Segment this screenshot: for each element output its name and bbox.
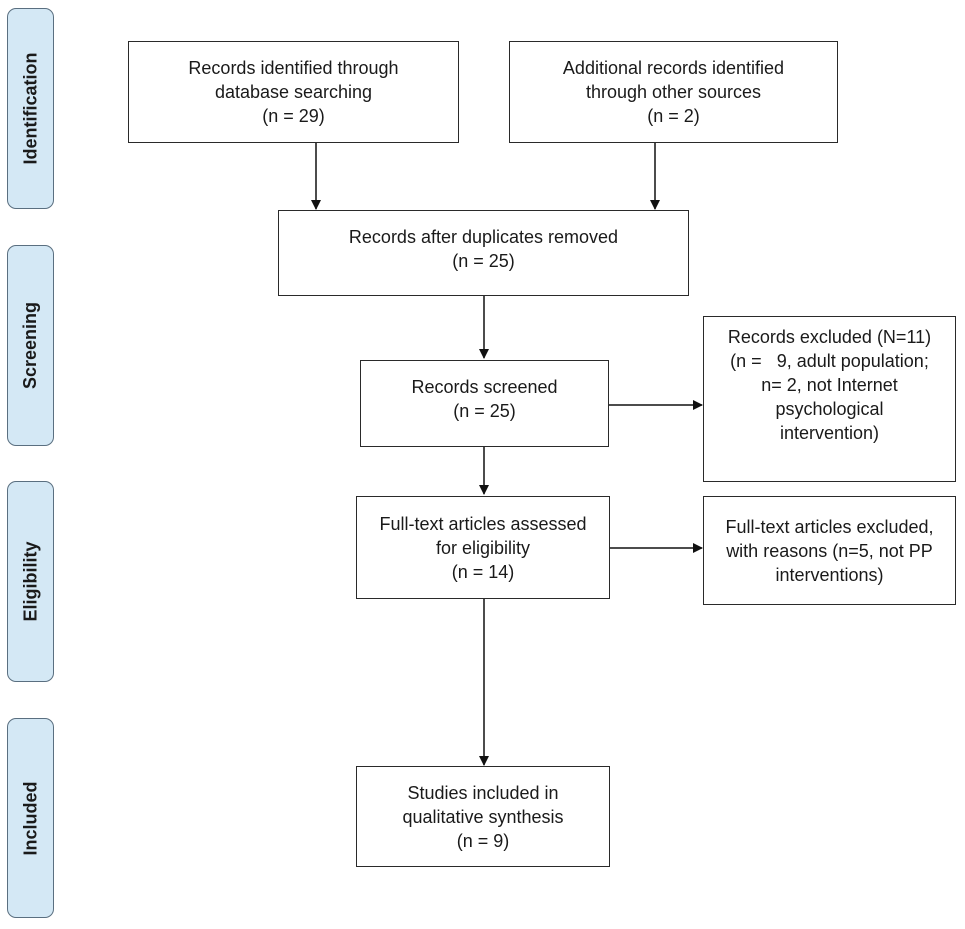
box-duplicates-removed: Records after duplicates removed (n = 25… bbox=[278, 210, 689, 296]
box-fulltext-assessed: Full-text articles assessed for eligibil… bbox=[356, 496, 610, 599]
box-fulltext-excluded: Full-text articles excluded, with reason… bbox=[703, 496, 956, 605]
box-count: (n = 14) bbox=[451, 561, 515, 582]
stage-eligibility: Eligibility bbox=[7, 481, 54, 682]
box-count: (n = 25) bbox=[453, 401, 516, 421]
box-text-line: intervention) bbox=[779, 423, 880, 443]
box-text-line: Records identified through bbox=[188, 58, 399, 78]
box-text-line: n= 2, not Internet bbox=[761, 375, 898, 395]
box-other-sources: Additional records identified through ot… bbox=[509, 41, 838, 143]
box-count: (n = 9) bbox=[456, 830, 510, 851]
box-text-line: qualitative synthesis bbox=[402, 806, 564, 827]
box-text-line: Records after duplicates removed bbox=[348, 227, 619, 247]
box-text-line: with reasons (n=5, not PP bbox=[726, 540, 933, 561]
box-count: (n = 25) bbox=[452, 251, 515, 271]
stage-screening: Screening bbox=[7, 245, 54, 446]
stage-label-screening: Screening bbox=[20, 301, 40, 390]
box-text-line: Records screened bbox=[411, 377, 558, 397]
stage-label-included: Included bbox=[20, 780, 41, 856]
stage-included: Included bbox=[7, 718, 54, 918]
box-count: (n = 29) bbox=[262, 106, 325, 126]
box-text-line: for eligibility bbox=[435, 537, 531, 558]
box-text-line: Full-text articles excluded, bbox=[725, 516, 934, 537]
box-text-line: psychological bbox=[775, 399, 884, 419]
box-text-line: Records excluded (N=11) bbox=[727, 327, 932, 347]
box-count: (n = 2) bbox=[647, 106, 700, 126]
box-text-line: Studies included in bbox=[407, 782, 559, 803]
stage-label-identification: Identification bbox=[20, 52, 40, 165]
box-database-searching: Records identified through database sear… bbox=[128, 41, 459, 143]
box-records-excluded: Records excluded (N=11) (n = 9, adult po… bbox=[703, 316, 956, 482]
box-studies-included: Studies included in qualitative synthesi… bbox=[356, 766, 610, 867]
stage-label-eligibility: Eligibility bbox=[20, 541, 41, 622]
box-text-line: interventions) bbox=[775, 564, 884, 585]
box-text-line: Additional records identified bbox=[562, 58, 785, 78]
box-text-line: through other sources bbox=[585, 82, 762, 102]
box-text-line: (n = 9, adult population; bbox=[730, 351, 929, 371]
box-text-line: database searching bbox=[214, 82, 373, 102]
stage-identification: Identification bbox=[7, 8, 54, 209]
box-text-line: Full-text articles assessed bbox=[379, 513, 587, 534]
box-records-screened: Records screened (n = 25) bbox=[360, 360, 609, 447]
